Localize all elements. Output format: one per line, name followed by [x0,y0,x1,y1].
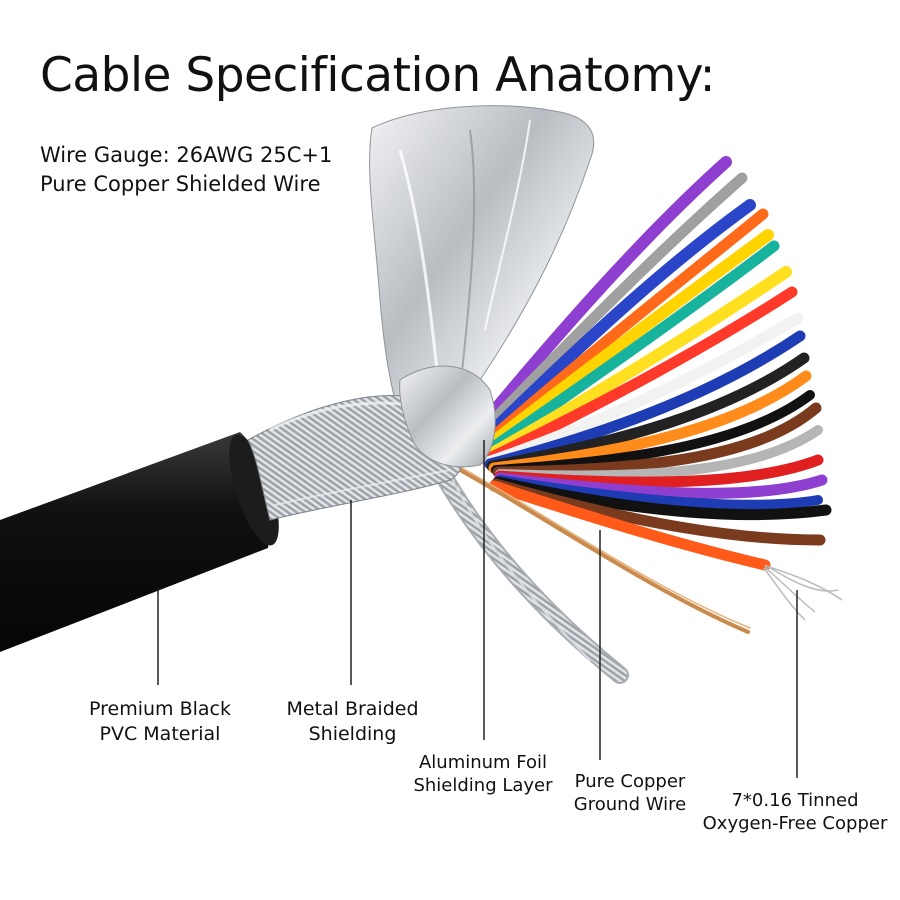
core-wire-orange-2 [488,370,812,474]
foil-crease [459,129,476,391]
braided-shield-strands [431,461,629,684]
callout-copper-ground-wire: Pure Copper Ground Wire [565,770,695,817]
callout-line: Shielding Layer [413,775,553,797]
core-wire-grey [464,172,748,451]
callout-line: Shielding [308,722,397,745]
callout-line: Pure Copper [574,771,686,792]
callout-line: PVC Material [99,722,221,745]
foil-crease [398,149,442,401]
core-wire-purple [464,156,732,446]
callout-pvc-material: Premium Black PVC Material [70,697,250,746]
core-wire-blue [469,199,756,454]
core-wire-yellow [474,229,774,458]
callout-line: Oxygen-Free Copper [702,813,888,835]
copper-ground-wire [458,467,751,634]
core-wire-darkblue [484,330,806,470]
spec-line-gauge: Wire Gauge: 26AWG 25C+1 [40,143,333,167]
core-wire-yellow-2 [478,266,792,464]
spec-line-material: Pure Copper Shielded Wire [40,172,321,196]
callout-metal-braided-shielding: Metal Braided Shielding [270,697,435,746]
callout-line: Aluminum Foil [418,752,548,773]
core-wire-black-3 [492,476,832,521]
core-wire-white [482,312,804,468]
core-wires [464,156,832,571]
page-title: Cable Specification Anatomy: [40,48,716,103]
core-wire-darkblue-2 [495,475,823,510]
callout-line: Ground Wire [573,794,687,816]
callout-aluminum-foil-layer: Aluminum Foil Shielding Layer [403,751,563,798]
callout-line: 7*0.16 Tinned [731,790,859,811]
braid-highlight [274,469,451,506]
callout-line: Premium Black [89,698,231,720]
callout-tinned-copper: 7*0.16 Tinned Oxygen-Free Copper [695,789,895,836]
core-wire-orange-3 [488,480,771,571]
core-wire-teal [476,240,780,461]
leader-lines [157,440,798,778]
foil-crease [484,119,531,331]
pvc-jacket [0,432,270,652]
callout-line: Metal Braided [286,698,419,720]
pvc-jacket-end [229,434,279,546]
tinned-copper-strands [763,564,843,621]
core-wire-red [480,286,798,466]
core-wire-black [486,352,810,472]
foil-wrap [399,365,496,468]
